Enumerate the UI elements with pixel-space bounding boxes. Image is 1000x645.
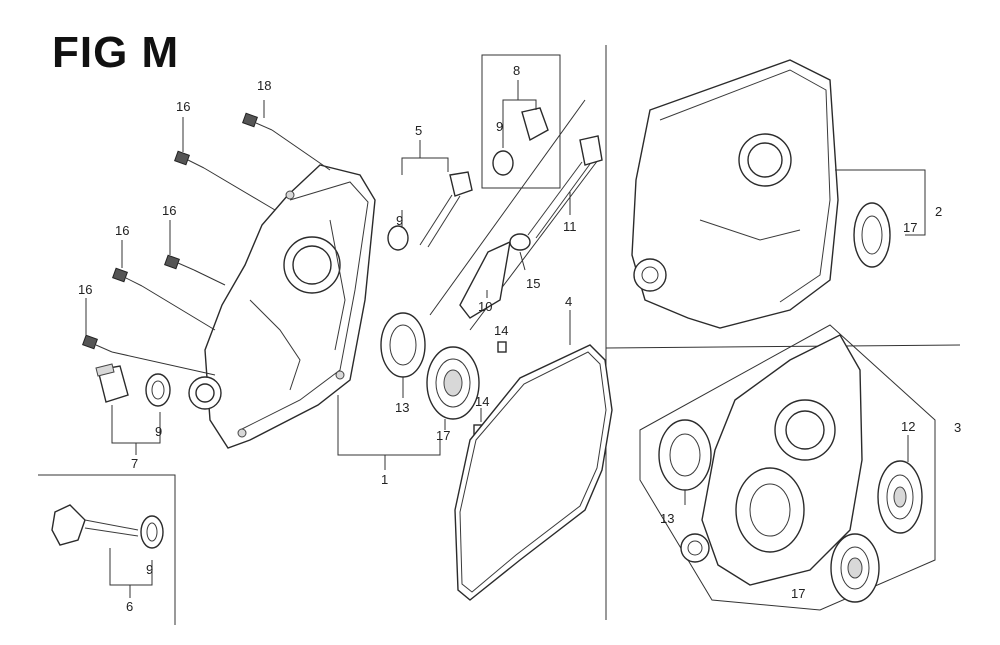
- callout-7: 7: [131, 456, 138, 471]
- dowel-pin-14-a: [497, 341, 507, 353]
- frame-lines: [38, 45, 961, 625]
- callout-18: 18: [257, 78, 271, 93]
- bolt-16-c: [112, 240, 216, 331]
- oil-filler-cap-7: [95, 363, 171, 455]
- governor-10: [459, 233, 531, 319]
- callout-labels: 1 2 3 4 5 6 7 8 9 9 9 9 10 11 12 13 13 1…: [78, 63, 961, 614]
- drain-plug-5: [387, 140, 473, 251]
- oil-seal-13: [380, 312, 426, 398]
- item-1-bracket: [337, 395, 441, 470]
- callout-4: 4: [565, 294, 572, 309]
- callout-11: 11: [563, 219, 577, 234]
- callout-17-a: 17: [436, 428, 450, 443]
- bolt-16-d: [82, 298, 216, 376]
- callout-9-c: 9: [155, 424, 162, 439]
- callout-16-d: 16: [78, 282, 92, 297]
- callout-15: 15: [526, 276, 540, 291]
- callout-9-d: 9: [146, 562, 153, 577]
- callout-12: 12: [901, 419, 915, 434]
- callout-16-b: 16: [162, 203, 176, 218]
- plug-8: [492, 80, 549, 176]
- callout-14-a: 14: [494, 323, 508, 338]
- callout-9-a: 9: [396, 213, 403, 228]
- dipstick-6: [51, 504, 164, 598]
- callout-3: 3: [954, 420, 961, 435]
- bolt-16-b: [164, 220, 226, 286]
- callout-17-b: 17: [903, 220, 917, 235]
- callout-17-c: 17: [791, 586, 805, 601]
- callout-13-a: 13: [395, 400, 409, 415]
- crankcase-cover-2: [631, 59, 926, 329]
- crankcase-cover-left: [188, 164, 376, 449]
- callout-8: 8: [513, 63, 520, 78]
- figure-title: FIG M: [52, 28, 180, 77]
- ball-bearing-17: [426, 346, 480, 430]
- callout-16-a: 16: [176, 99, 190, 114]
- crankcase-3: [639, 324, 936, 611]
- callout-10: 10: [478, 299, 492, 314]
- callout-16-c: 16: [115, 223, 129, 238]
- governor-shaft-11: [527, 135, 603, 239]
- callout-2: 2: [935, 204, 942, 219]
- callout-5: 5: [415, 123, 422, 138]
- callout-9-b: 9: [496, 119, 503, 134]
- bolt-18: [242, 100, 331, 171]
- callout-13-b: 13: [660, 511, 674, 526]
- callout-14-b: 14: [475, 394, 489, 409]
- gasket-4: [454, 310, 613, 601]
- callout-6: 6: [126, 599, 133, 614]
- callout-1: 1: [381, 472, 388, 487]
- bolt-16-a: [174, 117, 276, 211]
